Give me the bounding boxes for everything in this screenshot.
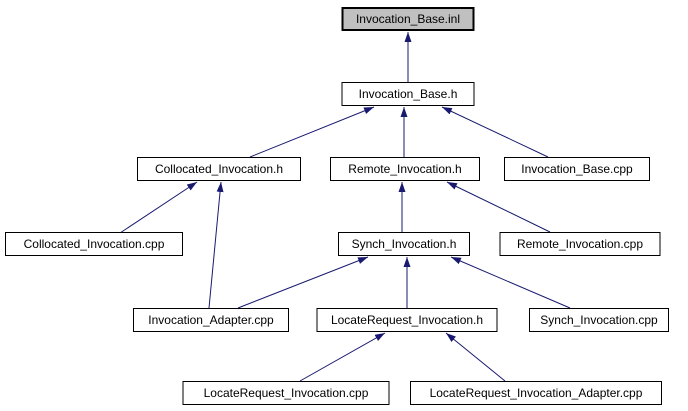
- edge-collocated-invocation-h-to-invocation-base-h: [249, 106, 375, 158]
- edge-invocation-adapter-cpp-to-synch-invocation-h: [237, 256, 369, 309]
- node-synch-invocation-h[interactable]: Synch_Invocation.h: [338, 232, 470, 256]
- edge-remote-invocation-cpp-to-remote-invocation-h: [446, 181, 551, 233]
- edge-synch-invocation-cpp-to-synch-invocation-h: [450, 256, 571, 309]
- edge-invocation-adapter-cpp-to-collocated-invocation-h: [208, 181, 224, 309]
- node-locaterequest-invocation-cpp[interactable]: LocateRequest_Invocation.cpp: [182, 381, 390, 405]
- node-locaterequest-invocation-adapter-cpp[interactable]: LocateRequest_Invocation_Adapter.cpp: [410, 381, 662, 405]
- edge-locaterequest-invocation-adapter-cpp-to-locaterequest-invocation-h: [445, 332, 506, 382]
- node-synch-invocation-cpp[interactable]: Synch_Invocation.cpp: [529, 308, 669, 332]
- node-collocated-invocation-h[interactable]: Collocated_Invocation.h: [137, 157, 301, 181]
- node-invocation-base-cpp[interactable]: Invocation_Base.cpp: [504, 157, 650, 181]
- edge-locaterequest-invocation-cpp-to-locaterequest-invocation-h: [299, 332, 386, 382]
- node-remote-invocation-h[interactable]: Remote_Invocation.h: [330, 157, 480, 181]
- edge-collocated-invocation-cpp-to-collocated-invocation-h: [119, 181, 198, 234]
- node-invocation-base-h[interactable]: Invocation_Base.h: [341, 82, 475, 106]
- node-invocation-base-inl: Invocation_Base.inl: [341, 7, 475, 31]
- node-remote-invocation-cpp[interactable]: Remote_Invocation.cpp: [499, 232, 661, 256]
- node-invocation-adapter-cpp[interactable]: Invocation_Adapter.cpp: [133, 308, 289, 332]
- node-collocated-invocation-cpp[interactable]: Collocated_Invocation.cpp: [5, 232, 183, 256]
- node-locaterequest-invocation-h[interactable]: LocateRequest_Invocation.h: [316, 308, 498, 332]
- edge-invocation-base-cpp-to-invocation-base-h: [441, 106, 549, 158]
